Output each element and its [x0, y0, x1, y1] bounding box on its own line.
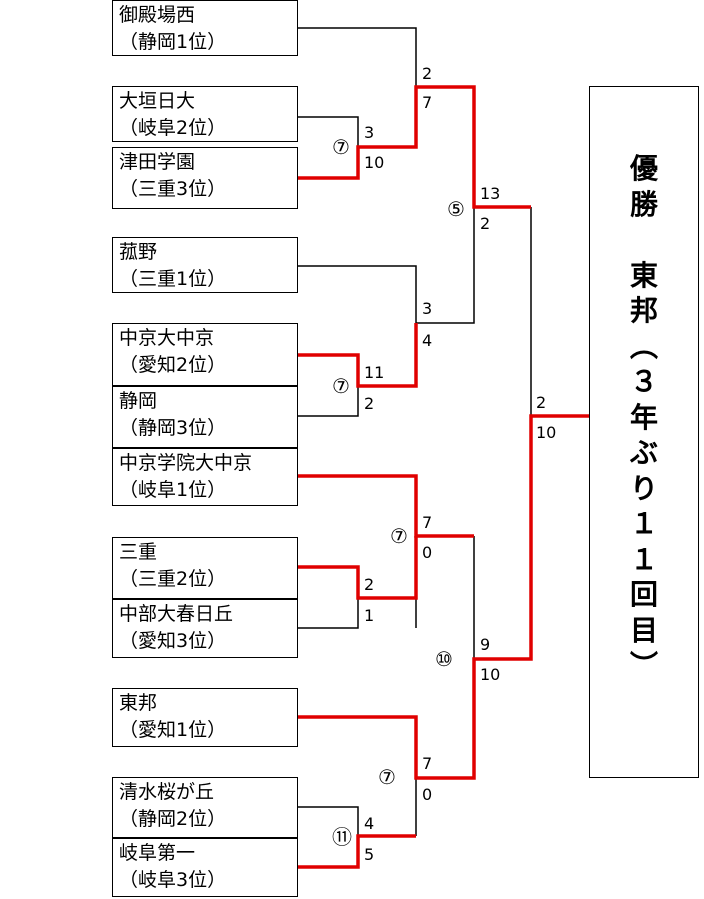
bracket-line: [298, 265, 417, 323]
champion-char: ぶ: [629, 436, 658, 469]
champion-char: 優: [629, 152, 658, 185]
team-seed: （愛知1位）: [119, 719, 227, 741]
innings-marker: ⑦: [332, 135, 350, 159]
innings-marker: ⑦: [390, 524, 408, 548]
bracket-line: [298, 806, 359, 836]
bracket-line: [416, 207, 475, 324]
score-label: 2: [536, 393, 547, 412]
team-box: 大垣日大 （岐阜2位）: [112, 86, 298, 142]
champion-char: 邦: [629, 294, 658, 327]
innings-marker: ⑤: [447, 197, 465, 221]
champion-char: １: [629, 542, 658, 576]
team-name: 菰野: [119, 241, 158, 263]
winner-path-toho: [298, 414, 589, 780]
score-label: 7: [422, 513, 433, 532]
team-seed: （愛知3位）: [119, 630, 227, 652]
innings-marker: ⑦: [378, 765, 396, 789]
winner-path-gifudaiichi: [298, 834, 416, 869]
score-label: 10: [480, 665, 501, 684]
champion-char: 東: [629, 258, 658, 292]
score-label: 7: [422, 93, 433, 112]
team-seed: （岐阜2位）: [119, 117, 227, 139]
team-name: 静岡: [119, 390, 158, 412]
team-name: 岐阜第一: [119, 842, 196, 864]
score-label: 1: [364, 606, 375, 625]
champion-text: 優 勝 ​ 東 邦 ︵ ３ 年 ぶ り １ １ 回 目 ︶: [590, 151, 698, 684]
score-label: 3: [364, 123, 375, 142]
winner-lines: [298, 85, 589, 869]
score-label: 9: [480, 635, 491, 654]
winner-path-chukyogakuin: [298, 474, 474, 538]
team-seed: （三重2位）: [119, 568, 227, 590]
team-box: 東邦 （愛知1位）: [112, 688, 298, 747]
score-label: 10: [364, 153, 385, 172]
team-seed: （愛知2位）: [119, 354, 227, 376]
team-seed: （静岡2位）: [119, 808, 227, 830]
score-label: 3: [422, 299, 433, 318]
team-box: 中京大中京 （愛知2位）: [112, 323, 298, 386]
team-name: 津田学園: [119, 151, 196, 173]
champion-char: 目: [629, 613, 658, 647]
score-label: 13: [480, 184, 501, 203]
champion-char: ３: [629, 365, 658, 398]
team-seed: （岐阜1位）: [119, 479, 227, 501]
score-label: 0: [422, 543, 433, 562]
bracket-line: [298, 27, 417, 87]
champion-box: 優 勝 ​ 東 邦 ︵ ３ 年 ぶ り １ １ 回 目 ︶: [589, 86, 699, 778]
team-box: 中部大春日丘 （愛知3位）: [112, 599, 298, 658]
team-box: 岐阜第一 （岐阜3位）: [112, 838, 298, 897]
score-label: 2: [364, 394, 375, 413]
team-name: 中京大中京: [119, 327, 215, 349]
team-box: 三重 （三重2位）: [112, 537, 298, 599]
score-label: 2: [364, 575, 375, 594]
score-label: 2: [422, 64, 433, 83]
winner-path-chukyo: [298, 323, 418, 388]
winner-path-mie: [298, 536, 418, 600]
bracket-line: [298, 386, 359, 417]
innings-marker: ⑪: [332, 825, 352, 849]
team-box: 清水桜が丘 （静岡2位）: [112, 777, 298, 838]
bracket-line: [298, 598, 359, 629]
score-label: 0: [422, 785, 433, 804]
champion-char: 回: [629, 578, 658, 611]
score-label: 5: [364, 845, 375, 864]
team-name: 中部大春日丘: [119, 603, 234, 625]
team-seed: （静岡1位）: [119, 31, 227, 53]
winner-path-tsuda: [298, 85, 531, 209]
innings-marker: ⑦: [332, 374, 350, 398]
score-label: 4: [422, 331, 433, 350]
team-box: 静岡 （静岡3位）: [112, 386, 298, 448]
score-label: 7: [422, 754, 433, 773]
team-box: 津田学園 （三重3位）: [112, 147, 298, 209]
score-label: 10: [536, 423, 557, 442]
score-label: 11: [364, 363, 385, 382]
bracket-line: [298, 116, 359, 147]
team-name: 清水桜が丘: [119, 781, 215, 803]
champion-char: 年: [629, 400, 658, 434]
champion-char: ​: [590, 222, 698, 258]
team-seed: （三重3位）: [119, 178, 227, 200]
team-name: 中京学院大中京: [119, 452, 253, 474]
team-box: 御殿場西 （静岡1位）: [112, 0, 298, 56]
champion-char: ︵: [629, 329, 658, 363]
team-box: 中京学院大中京 （岐阜1位）: [112, 448, 298, 506]
champion-char: 勝: [629, 187, 658, 221]
team-name: 東邦: [119, 692, 158, 714]
innings-marker: ⑩: [435, 647, 453, 671]
team-seed: （静岡3位）: [119, 417, 227, 439]
champion-char: り: [629, 471, 658, 505]
score-label: 2: [480, 214, 491, 233]
champion-char: ︶: [629, 649, 658, 682]
team-name: 御殿場西: [119, 4, 196, 26]
champion-char: １: [629, 507, 658, 540]
team-name: 大垣日大: [119, 90, 196, 112]
team-seed: （岐阜3位）: [119, 869, 227, 891]
score-label: 4: [364, 814, 375, 833]
team-box: 菰野 （三重1位）: [112, 237, 298, 293]
team-seed: （三重1位）: [119, 268, 227, 290]
team-name: 三重: [119, 541, 158, 563]
